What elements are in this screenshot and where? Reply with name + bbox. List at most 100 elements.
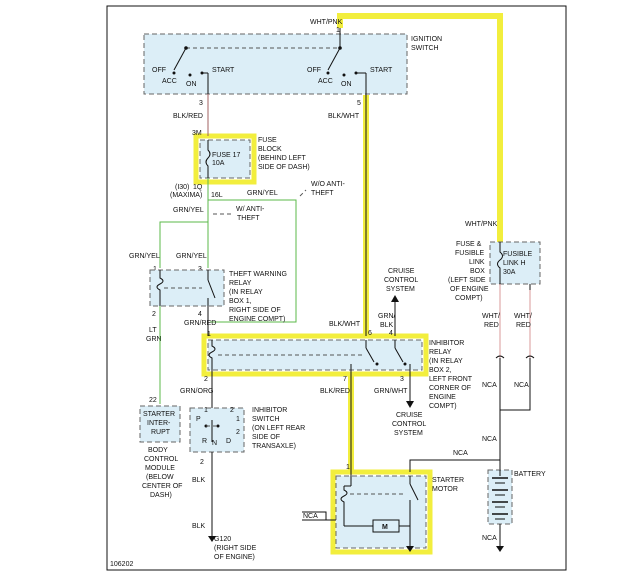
starter-ground-icon <box>406 546 414 552</box>
theft-title-3: (IN RELAY <box>229 289 263 296</box>
fuse-17-symbol <box>205 140 211 178</box>
ground-label: G120 <box>214 536 231 543</box>
starter-interrupt-2: INTER- <box>147 420 171 427</box>
fusible-wire-in: WHT/PNK <box>465 221 498 228</box>
inhibitor-relay-pin-3: 3 <box>400 376 404 383</box>
cruise-top-wire-1: GRN/ <box>378 313 396 320</box>
fuse-label: FUSE 17 <box>212 152 241 159</box>
inhibitor-relay-contact-arm-a <box>365 347 375 363</box>
fusible-title-6: OF ENGINE <box>450 286 489 293</box>
battery: BATTERY NCA <box>482 469 546 552</box>
fusible-wire-left-1: WHT/ <box>482 313 500 320</box>
inhibitor-relay-wire-pin6: BLK/WHT <box>329 321 361 328</box>
fuse-pin-bottom-b: 16L <box>211 192 223 199</box>
fusible-wire-right-1: WHT/ <box>514 313 532 320</box>
theft-relay-coil <box>156 270 164 306</box>
inhibitor-switch-pos-r: R <box>202 438 207 445</box>
inhibitor-switch-pin-1: 1 <box>236 416 240 423</box>
ignition-left-contact <box>173 47 187 71</box>
diagram-frame <box>106 5 567 571</box>
figure-id: 106202 <box>110 561 133 568</box>
highlight-inhibitor-relay <box>201 333 429 377</box>
starter-interrupt-box <box>139 405 181 443</box>
ignition-right-acc: ACC <box>318 78 333 85</box>
inhibitor-relay-pin-4: 4 <box>389 330 393 337</box>
fusible-link-h-symbol <box>497 242 503 284</box>
ignition-wire-right-label: BLK/WHT <box>328 113 360 120</box>
starter-solenoid-coil <box>340 486 348 510</box>
theft-wire-right: GRN/YEL <box>176 253 207 260</box>
fuse-title-4: SIDE OF DASH) <box>258 164 310 171</box>
cruise-bottom-title-1: CRUISE <box>396 412 423 419</box>
inhibitor-relay-wire-pin3: GRN/WHT <box>374 388 408 395</box>
inhibitor-relay-title-3: (IN RELAY <box>429 358 463 365</box>
theft-title-5: RIGHT SIDE OF <box>229 307 281 314</box>
fusible-link-rating: 30A <box>503 269 516 276</box>
cruise-control-top: CRUISE CONTROL SYSTEM GRN/ BLK <box>378 268 418 336</box>
inhibitor-relay-pin-1: 1 <box>207 331 211 338</box>
starter-nca: NCA <box>303 513 318 520</box>
theft-wire-out-left-2: GRN <box>146 336 162 343</box>
highlight-fuse-block <box>193 133 257 185</box>
ignition-left-acc: ACC <box>162 78 177 85</box>
nca-starter: NCA <box>453 450 468 457</box>
fuse-variant-note-1: (I30) <box>175 184 189 191</box>
ignition-wire-top-label: WHT/PNK <box>310 19 343 26</box>
inhibitor-relay-title-4: BOX 2, <box>429 367 452 374</box>
inhibitor-relay-pin-6: 6 <box>368 330 372 337</box>
fusible-title-7: COMPT) <box>455 295 483 302</box>
theft-wire-out-left-1: LT <box>149 327 157 334</box>
fusible-title-2: FUSIBLE <box>455 250 485 257</box>
wo-anti-theft-1: W/O ANTI- <box>311 181 346 188</box>
inhibitor-switch-title-2: SWITCH <box>252 416 280 423</box>
w-anti-theft-2: THEFT <box>237 215 260 222</box>
fusible-wire-left-2: RED <box>484 322 499 329</box>
ignition-right-acc-dot <box>326 71 330 75</box>
inhibitor-relay-dot-b <box>403 362 407 366</box>
ignition-switch: WHT/PNK 1 IGNITION SWITCH OFF ACC ON STA… <box>143 19 442 120</box>
theft-pin-4: 4 <box>198 311 202 318</box>
ignition-right-off: OFF <box>307 67 321 74</box>
ignition-pin-right: 5 <box>357 100 361 107</box>
fuse-pin-bottom-a: 1Q <box>193 184 203 191</box>
inhibitor-relay-title-6: CORNER OF <box>429 385 471 392</box>
wo-anti-theft-2: THEFT <box>311 190 334 197</box>
fusible-title-4: BOX <box>470 268 485 275</box>
ignition-title-1: IGNITION <box>411 36 442 43</box>
cruise-top-arrow-icon <box>391 295 399 302</box>
ignition-left-acc-dot <box>172 71 176 75</box>
cruise-top-title-2: CONTROL <box>384 277 418 284</box>
wo-anti-theft-pointer <box>299 189 307 197</box>
inhibitor-relay-coil-a <box>208 340 216 370</box>
fusible-link-label-1: FUSIBLE <box>503 251 533 258</box>
inhibitor-relay-contact-arm-b <box>394 347 404 363</box>
starter-interrupt-3: RUPT <box>151 429 171 436</box>
theft-pin-2: 2 <box>152 311 156 318</box>
cruise-bottom-title-2: CONTROL <box>392 421 426 428</box>
inhibitor-switch-pin-bottom: 2 <box>200 459 204 466</box>
inhibitor-relay-pin-2: 2 <box>204 376 208 383</box>
fusible-title-1: FUSE & <box>456 241 482 248</box>
nca-left: NCA <box>482 382 497 389</box>
ignition-right-contact <box>327 47 341 71</box>
starter-motor: 1 STARTER MOTOR M NCA <box>302 464 464 552</box>
inhibitor-switch: 1 2 P 1 R N D 2 INHIBITOR SWITCH (ON LEF… <box>189 407 305 561</box>
bcm-desc-4: (BELOW <box>146 474 174 481</box>
inhibitor-relay-wire-pin2: GRN/ORG <box>180 388 213 395</box>
fusible-link-box: WHT/PNK FUSIBLE LINK H 30A FUSE & FUSIBL… <box>409 221 541 472</box>
fusible-link-label-2: LINK H <box>503 260 526 267</box>
inhibitor-switch-pos-d: D <box>226 438 231 445</box>
fuse-pin-top: 3M <box>192 130 202 137</box>
cruise-top-title-1: CRUISE <box>388 268 415 275</box>
connector-left-icon <box>495 355 505 359</box>
fuse-title-2: BLOCK <box>258 146 282 153</box>
theft-relay-contact-arm <box>207 279 216 299</box>
nca-lower: NCA <box>482 436 497 443</box>
ignition-left-pivot <box>184 46 188 50</box>
bcm-desc-3: MODULE <box>145 465 175 472</box>
cruise-top-title-3: SYSTEM <box>386 286 415 293</box>
ground-icon <box>208 536 216 542</box>
inhibitor-switch-pin-top-right: 2 <box>230 407 234 414</box>
starter-motor-box <box>335 475 427 549</box>
